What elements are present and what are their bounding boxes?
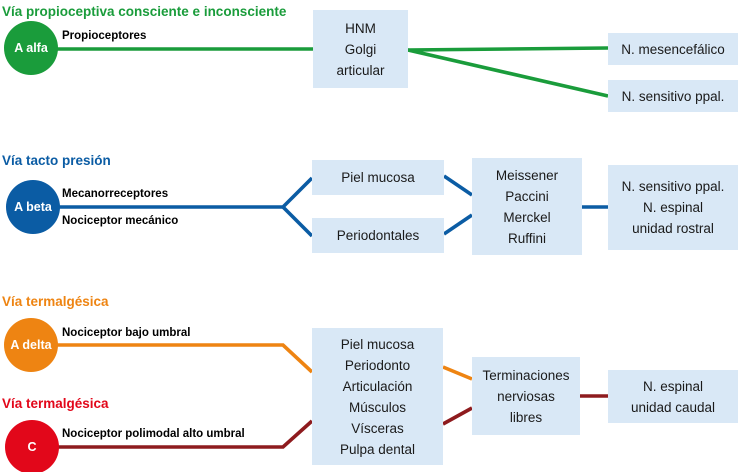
wire-beta-to-periodontales xyxy=(281,205,314,238)
box-line: unidad caudal xyxy=(630,399,716,415)
heading-via-termalgesica-delta: Vía termalgésica xyxy=(2,294,109,309)
box-mecanorreceptor-tipos: Meissener Paccini Merckel Ruffini xyxy=(472,158,582,255)
box-line: Paccini xyxy=(505,188,549,204)
label-nociceptor-mecanico: Nociceptor mecánico xyxy=(62,215,179,227)
box-line: Piel mucosa xyxy=(340,336,415,352)
box-line: Periodonto xyxy=(344,357,411,373)
box-line: Periodontales xyxy=(336,228,420,243)
box-terminaciones-nerviosas: Terminaciones nerviosas libres xyxy=(472,357,580,435)
box-line: libres xyxy=(509,409,543,425)
box-line: articular xyxy=(336,62,385,78)
box-piel-mucosa: Piel mucosa xyxy=(312,160,444,195)
box-tejidos: Piel mucosa Periodonto Articulación Músc… xyxy=(312,328,443,465)
box-caudal: N. espinal unidad caudal xyxy=(608,370,738,423)
box-n-sensitivo-ppal: N. sensitivo ppal. xyxy=(608,80,738,112)
wire-tejidos-to-terminaciones-orange xyxy=(442,365,473,381)
box-line: Golgi xyxy=(344,41,377,57)
label-mecanorreceptores: Mecanorreceptores xyxy=(62,188,169,200)
label-nociceptor-polimodal: Nociceptor polimodal alto umbral xyxy=(62,428,245,440)
wire-c-to-tejidos xyxy=(32,419,314,449)
box-periodontales: Periodontales xyxy=(312,218,444,253)
label-nociceptor-bajo-umbral: Nociceptor bajo umbral xyxy=(62,327,191,339)
box-line: unidad rostral xyxy=(632,221,714,236)
heading-via-tacto-presion: Vía tacto presión xyxy=(2,153,111,168)
box-line: N. espinal xyxy=(642,200,704,215)
box-line: Pulpa dental xyxy=(339,441,416,457)
box-line: Terminaciones xyxy=(482,367,570,383)
box-line: Merckel xyxy=(503,209,551,225)
box-line: N. sensitivo ppal. xyxy=(621,88,725,104)
box-n-mesencefalico: N. mesencefálico xyxy=(608,33,738,65)
heading-via-termalgesica-c: Vía termalgésica xyxy=(2,396,109,411)
box-line: N. mesencefálico xyxy=(621,41,725,57)
box-line: Ruffini xyxy=(507,230,547,246)
box-line: Articulación xyxy=(342,378,413,394)
heading-via-propioceptiva: Vía propioceptiva consciente e inconscie… xyxy=(2,4,287,19)
fiber-node-a-delta: A delta xyxy=(4,318,58,372)
wire-periodontales-to-tipos xyxy=(442,213,474,236)
box-line: Piel mucosa xyxy=(341,170,415,185)
box-line: N. sensitivo ppal. xyxy=(621,179,725,194)
wire-delta-to-tejidos xyxy=(31,343,314,374)
fiber-node-a-alfa: A alfa xyxy=(4,21,58,75)
wire-hnm-to-mesencefalico xyxy=(407,46,609,52)
wire-piel-to-tipos xyxy=(442,174,474,197)
box-line: Músculos xyxy=(348,399,407,415)
fiber-node-c: C xyxy=(5,420,59,472)
box-line: nerviosas xyxy=(497,388,555,404)
box-line: N. espinal xyxy=(642,378,704,394)
box-line: Meissener xyxy=(495,167,559,183)
box-line: Vísceras xyxy=(351,420,404,436)
wire-hnm-to-sensitivo xyxy=(407,48,609,98)
box-line: HNM xyxy=(345,20,376,36)
box-rostral: N. sensitivo ppal. N. espinal unidad ros… xyxy=(608,165,738,250)
label-propioceptores: Propioceptores xyxy=(62,30,147,42)
fiber-node-a-beta: A beta xyxy=(6,180,60,234)
box-hnm-golgi-articular: HNM Golgi articular xyxy=(313,10,408,88)
wire-tejidos-to-terminaciones-red xyxy=(442,406,473,426)
